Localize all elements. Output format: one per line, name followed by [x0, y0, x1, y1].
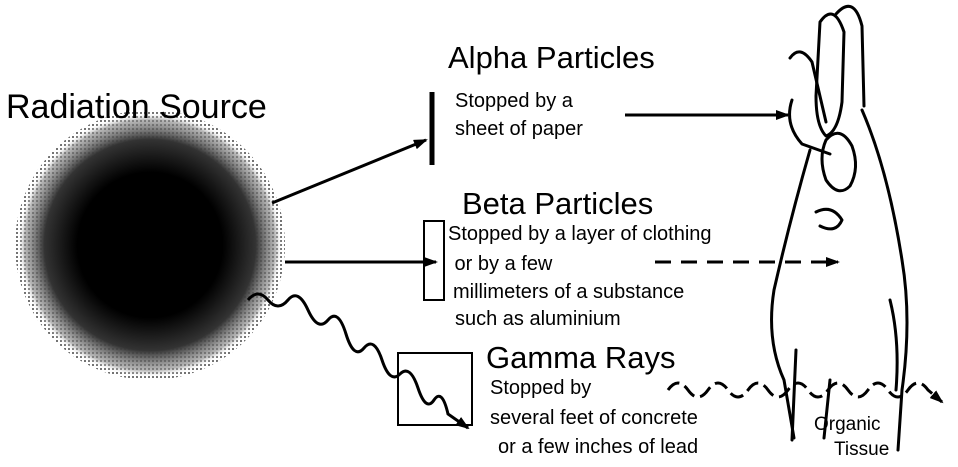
concrete-lead-barrier	[397, 352, 473, 426]
organic-tissue-line-2: Tissue	[834, 439, 890, 460]
beta-line-2: or by a few	[449, 253, 553, 275]
beta-line-4: such as aluminium	[455, 308, 621, 330]
alpha-arrow	[271, 138, 428, 205]
alpha-title: Alpha Particles	[448, 40, 655, 75]
organic-tissue-line-1: Organic	[814, 414, 881, 435]
beta-line-1: Stopped by a layer of clothing	[448, 223, 712, 245]
gamma-wave	[246, 292, 470, 430]
radiation-source-icon	[15, 110, 285, 380]
gamma-line-3: or a few inches of lead	[498, 436, 699, 458]
hand-outline-icon	[770, 4, 909, 452]
alpha-line-2: sheet of paper	[455, 118, 583, 140]
gamma-line-2: several feet of concrete	[490, 407, 698, 429]
gamma-line-1: Stopped by	[490, 377, 592, 399]
alpha-line-1: Stopped by a	[455, 90, 573, 112]
beta-title: Beta Particles	[462, 186, 654, 221]
clothing-barrier	[423, 220, 445, 301]
radiation-source-label: Radiation Source	[6, 88, 267, 126]
gamma-title: Gamma Rays	[486, 340, 676, 375]
gamma-wave-through-tissue	[666, 381, 944, 404]
beta-line-3: millimeters of a substance	[453, 281, 685, 303]
